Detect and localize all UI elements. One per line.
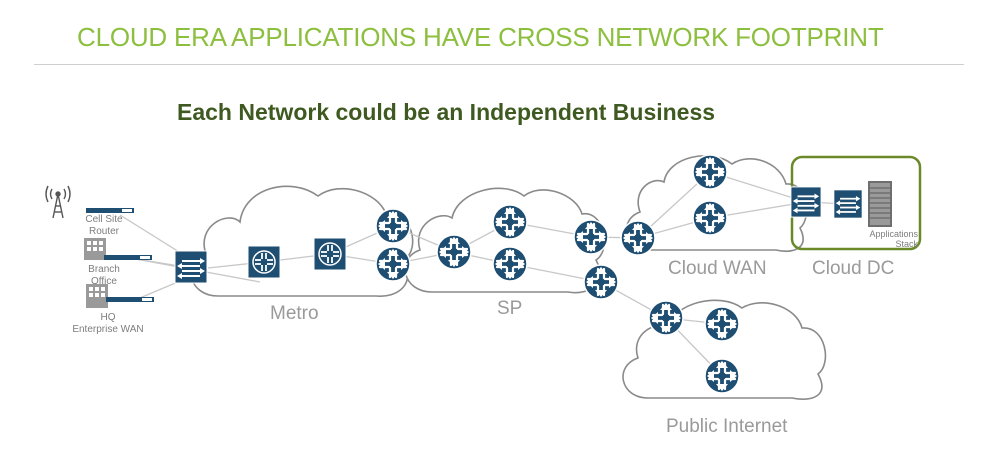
internet-edge-router-icon: [648, 300, 684, 336]
metro-edge-router-icon: [375, 208, 411, 244]
hq-label: HQ Enterprise WAN: [72, 312, 144, 335]
branch-office-icon: [84, 238, 152, 260]
metro-cloud: [190, 185, 414, 297]
cloud-dc-edge-switch-icon: [790, 186, 822, 218]
cloud-dc-label: Cloud DC: [812, 258, 895, 279]
metro-label: Metro: [270, 303, 319, 324]
slide-subtitle: Each Network could be an Independent Bus…: [177, 99, 716, 125]
cloud-wan-edge-router-icon: [620, 220, 656, 256]
sp-label: SP: [497, 298, 523, 319]
public-internet-label: Public Internet: [666, 416, 788, 437]
sp-router-icon: [492, 246, 528, 282]
title-divider: [34, 64, 964, 65]
cell-tower-icon: [45, 185, 71, 219]
internet-router-icon: [704, 306, 740, 342]
slide-title: CLOUD ERA APPLICATIONS HAVE CROSS NETWOR…: [77, 22, 884, 52]
metro-router-icon: [247, 245, 281, 279]
sp-edge-router-icon: [583, 264, 619, 300]
metro-edge-router-icon: [375, 246, 411, 282]
metro-access-switch-icon: [174, 250, 208, 284]
cell-site-router-label: Cell Site Router: [85, 214, 123, 237]
internet-router-icon: [704, 358, 740, 394]
sp-router-icon: [492, 204, 528, 240]
cloud-dc-switch-icon: [833, 189, 863, 219]
cloud-wan-label: Cloud WAN: [668, 258, 767, 279]
cloud-wan-router-icon: [692, 154, 728, 190]
hq-building-icon: [86, 284, 154, 308]
sp-router-icon: [436, 234, 472, 270]
sp-edge-router-icon: [573, 219, 609, 255]
metro-router-icon: [313, 237, 347, 271]
cell-site-router-device: [86, 208, 134, 213]
branch-office-label: Branch Office: [88, 264, 120, 287]
cloud-wan-router-icon: [692, 200, 728, 236]
server-rack-icon: [868, 181, 892, 227]
applications-stack-label: Applications Stack: [869, 229, 918, 249]
